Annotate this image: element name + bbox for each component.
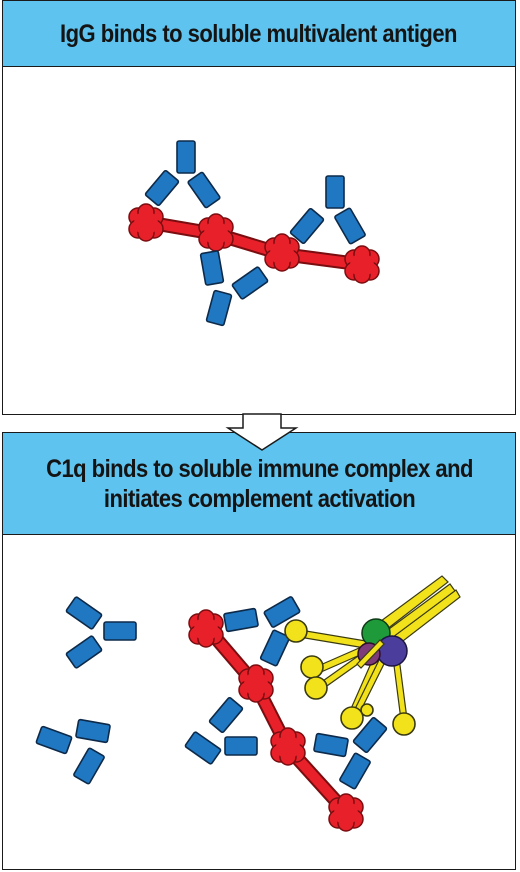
panel-bottom-header: C1q binds to soluble immune complex and … xyxy=(3,433,515,535)
panel-top-title: IgG binds to soluble multivalent antigen xyxy=(60,19,458,48)
bottom-antigen-chain-icon xyxy=(188,609,364,832)
top-antigen-chain-icon xyxy=(128,203,380,284)
bottom-free-igg-1 xyxy=(64,595,137,670)
panel-top-header: IgG binds to soluble multivalent antigen xyxy=(3,1,515,67)
down-arrow-icon xyxy=(225,413,299,451)
panel-bottom-title: C1q binds to soluble immune complex and … xyxy=(46,454,473,514)
top-igg-antibody-3 xyxy=(289,175,367,246)
top-igg-antibody-1 xyxy=(144,140,222,210)
panel-igg-binding: IgG binds to soluble multivalent antigen xyxy=(2,0,516,415)
panel-bottom-title-line2: initiates complement activation xyxy=(103,484,415,513)
top-igg-antibody-2 xyxy=(199,249,270,327)
panel-bottom-title-line1: C1q binds to soluble immune complex and xyxy=(45,454,473,483)
c1q-molecule-icon xyxy=(284,575,461,736)
bottom-free-igg-2 xyxy=(35,718,112,786)
bottom-igg-bound-2 xyxy=(183,696,258,766)
